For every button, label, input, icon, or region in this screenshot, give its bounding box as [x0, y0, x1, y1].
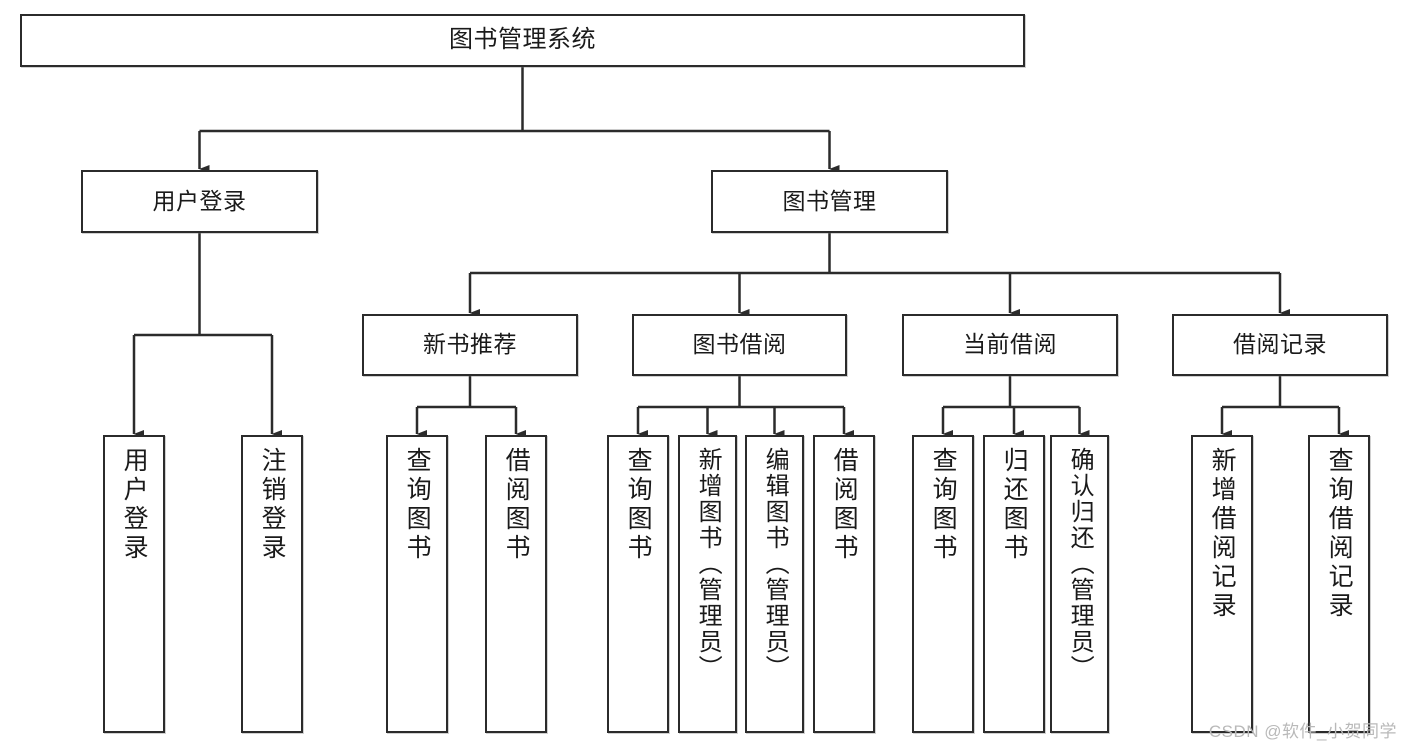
node-root[interactable]: 图书管理系统	[20, 14, 1025, 67]
node-label-borrow: 图书借阅	[692, 331, 787, 358]
node-label-bookmgmt: 图书管理	[782, 187, 877, 214]
node-leaf-query-new[interactable]: 查询图书	[386, 435, 448, 733]
node-leaf-add-book[interactable]: 新增图书（管理员）	[678, 435, 737, 733]
node-label-leaf-add-record: 新增借阅记录	[1208, 447, 1237, 621]
node-login[interactable]: 用户登录	[81, 170, 318, 233]
node-leaf-edit-book[interactable]: 编辑图书（管理员）	[745, 435, 804, 733]
node-records[interactable]: 借阅记录	[1172, 314, 1388, 376]
node-leaf-borrow-new[interactable]: 借阅图书	[485, 435, 547, 733]
node-label-leaf-query-record: 查询借阅记录	[1325, 447, 1354, 621]
node-leaf-query-cur[interactable]: 查询图书	[912, 435, 974, 733]
node-label-current: 当前借阅	[963, 331, 1057, 358]
node-label-leaf-logout: 注销登录	[258, 447, 287, 563]
watermark-label: CSDN @软件_小贺同学	[1208, 722, 1397, 741]
node-label-login: 用户登录	[152, 187, 247, 214]
node-leaf-query-book[interactable]: 查询图书	[607, 435, 669, 733]
node-label-newbook: 新书推荐	[423, 331, 517, 358]
node-label-leaf-add-book: 新增图书（管理员）	[694, 447, 722, 681]
node-leaf-add-record[interactable]: 新增借阅记录	[1191, 435, 1253, 733]
node-newbook[interactable]: 新书推荐	[362, 314, 578, 376]
node-leaf-return-book[interactable]: 归还图书	[983, 435, 1045, 733]
node-leaf-query-record[interactable]: 查询借阅记录	[1308, 435, 1370, 733]
node-label-records: 借阅记录	[1233, 331, 1327, 358]
node-label-leaf-confirm: 确认归还（管理员）	[1066, 447, 1094, 681]
node-label-leaf-borrow-book: 借阅图书	[830, 447, 859, 563]
node-borrow[interactable]: 图书借阅	[632, 314, 847, 376]
node-label-leaf-query-cur: 查询图书	[929, 447, 958, 563]
node-bookmgmt[interactable]: 图书管理	[711, 170, 948, 233]
node-leaf-login[interactable]: 用户登录	[103, 435, 165, 733]
node-leaf-confirm[interactable]: 确认归还（管理员）	[1050, 435, 1109, 733]
node-label-leaf-borrow-new: 借阅图书	[502, 447, 531, 563]
node-leaf-borrow-book[interactable]: 借阅图书	[813, 435, 875, 733]
node-label-leaf-query-new: 查询图书	[403, 447, 432, 563]
edge-group	[132, 67, 1350, 439]
node-label-leaf-return-book: 归还图书	[1000, 447, 1029, 563]
node-label-root: 图书管理系统	[449, 26, 596, 54]
node-label-leaf-login: 用户登录	[120, 447, 149, 563]
node-label-leaf-query-book: 查询图书	[624, 447, 653, 563]
node-current[interactable]: 当前借阅	[902, 314, 1118, 376]
node-leaf-logout[interactable]: 注销登录	[241, 435, 303, 733]
node-label-leaf-edit-book: 编辑图书（管理员）	[761, 447, 789, 681]
